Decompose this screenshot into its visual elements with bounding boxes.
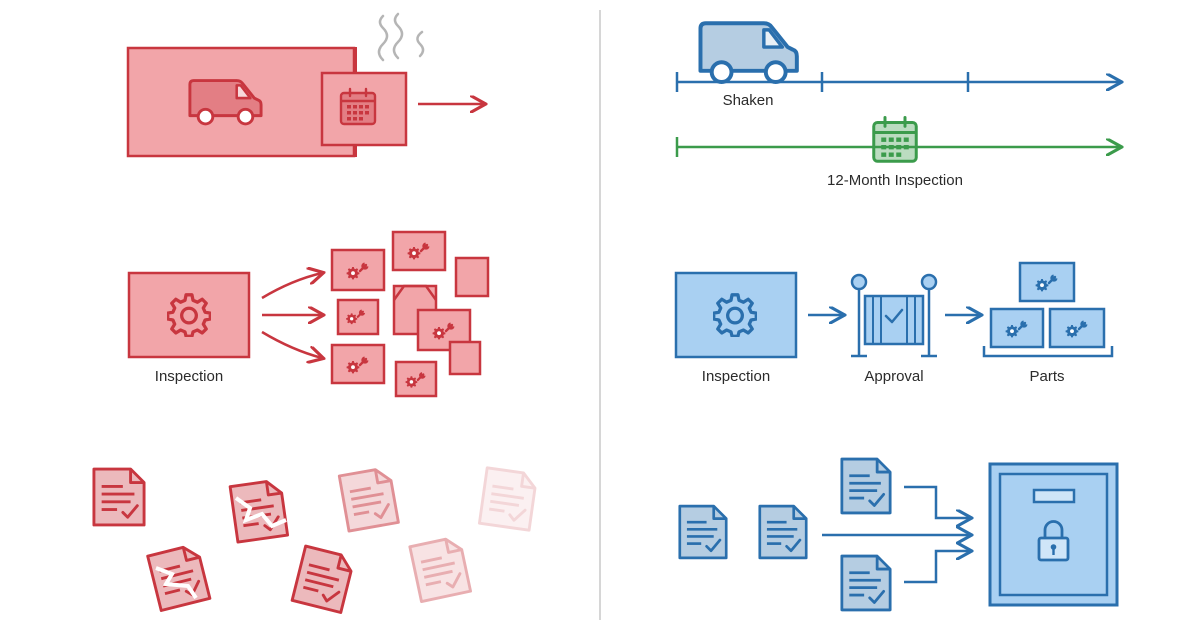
calendar-icon <box>339 87 377 126</box>
approval-gate-icon <box>850 273 938 358</box>
document-vault-flow <box>678 457 1119 612</box>
document-check-icon <box>92 467 146 527</box>
shaken-label: Shaken <box>723 92 774 109</box>
steam-icon <box>377 12 425 62</box>
inspection-label-left: Inspection <box>155 368 223 385</box>
overloaded-schedule-box <box>126 12 484 158</box>
document-check-icon <box>228 478 290 544</box>
document-check-icon <box>477 466 539 532</box>
document-check-icon <box>840 554 892 612</box>
scattered-documents <box>92 465 539 614</box>
approval-label: Approval <box>864 368 923 385</box>
document-check-icon <box>146 542 212 612</box>
van-icon <box>700 23 796 82</box>
approval-flow: Inspection Approval <box>674 261 1114 385</box>
shaken-timeline: Shaken <box>675 23 1120 109</box>
document-check-icon <box>408 534 473 604</box>
twelve-month-timeline: 12-Month Inspection <box>675 116 1120 189</box>
parts-stack <box>982 261 1114 358</box>
inspection-scatter: Inspection <box>127 230 490 398</box>
document-check-icon <box>337 465 400 533</box>
document-check-icon <box>758 504 808 560</box>
parts-label: Parts <box>1029 368 1064 385</box>
calendar-icon <box>872 116 918 163</box>
document-check-icon <box>290 544 356 614</box>
vault-lock-icon <box>988 462 1119 607</box>
document-check-icon <box>678 504 728 560</box>
document-check-icon <box>840 457 892 515</box>
inspection-label-right: Inspection <box>702 368 770 385</box>
twelve-month-label: 12-Month Inspection <box>827 172 963 189</box>
